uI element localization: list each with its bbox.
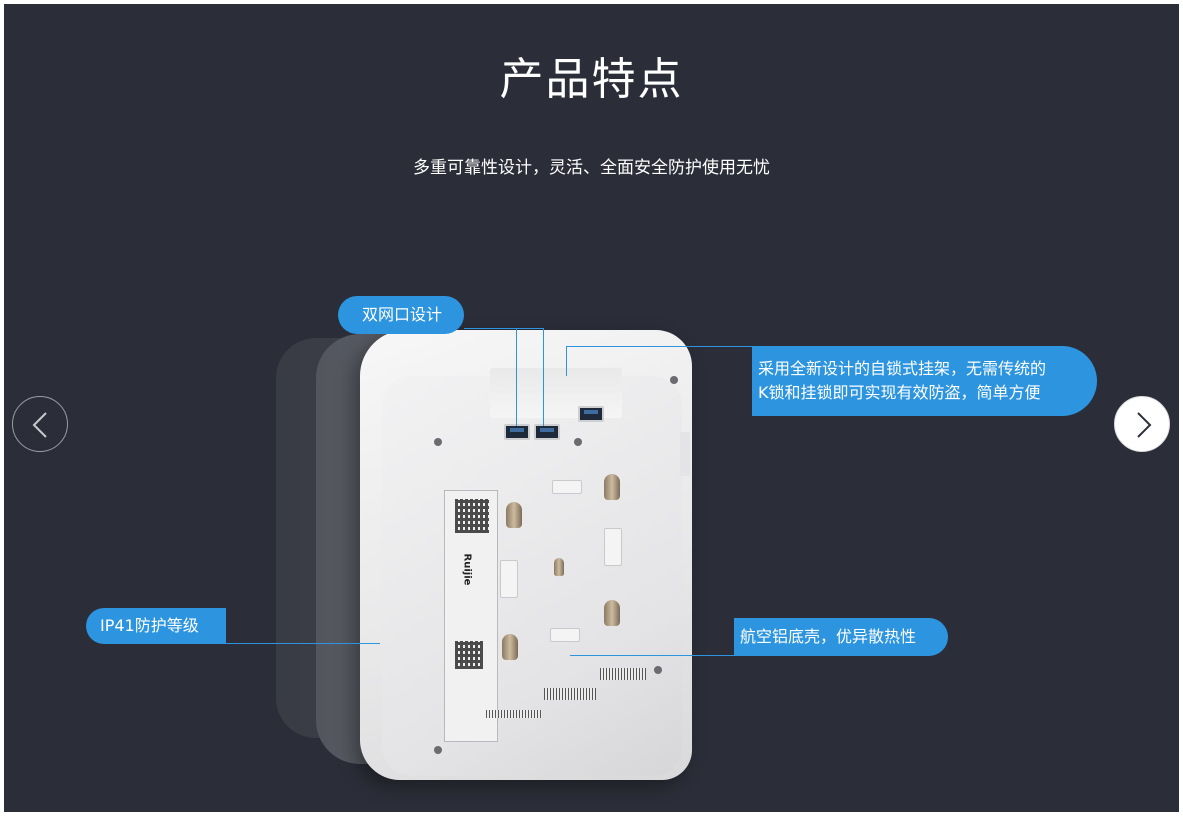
callout-line	[566, 346, 567, 376]
section-title: 产品特点	[499, 54, 684, 105]
mount-slot	[604, 528, 622, 566]
barcode	[600, 668, 646, 680]
barcode	[486, 710, 542, 718]
callout-line	[464, 328, 544, 329]
mount-post	[604, 474, 620, 500]
callout-line	[516, 328, 517, 426]
screw-hole	[434, 746, 442, 754]
next-slide-button[interactable]	[1114, 396, 1170, 452]
mount-post	[506, 502, 522, 528]
barcode	[544, 688, 596, 700]
mount-slot	[550, 628, 580, 642]
mount-post	[554, 558, 564, 576]
product-image: Ruijie	[4, 4, 1179, 812]
callout-lock-mount: 采用全新设计的自锁式挂架，无需传统的 K锁和挂锁即可实现有效防盗，简单方便	[752, 346, 1097, 416]
feature-slide: 产品特点 多重可靠性设计，灵活、全面安全防护使用无忧 Ruijie	[4, 4, 1179, 812]
screw-hole	[670, 376, 678, 384]
device-back-panel	[382, 376, 682, 776]
callout-dual-ports: 双网口设计	[338, 296, 464, 334]
callout-line	[566, 346, 754, 347]
mount-slot	[552, 480, 582, 494]
callout-lock-text-line1: 采用全新设计的自锁式挂架，无需传统的	[758, 359, 1047, 378]
ethernet-port-2	[534, 424, 560, 440]
power-port	[578, 406, 604, 422]
callout-ip-rating: IP41防护等级	[86, 608, 226, 644]
callout-dual-ports-text: 双网口设计	[362, 305, 443, 324]
callout-line	[543, 328, 544, 426]
callout-ip-rating-text: IP41防护等级	[100, 616, 199, 635]
callout-heat-text: 航空铝底壳，优异散热性	[740, 627, 917, 646]
screw-hole	[654, 666, 662, 674]
callout-line	[570, 655, 736, 656]
screw-hole	[574, 438, 582, 446]
mount-post	[604, 600, 620, 626]
prev-slide-button[interactable]	[12, 396, 68, 452]
section-subtitle: 多重可靠性设计，灵活、全面安全防护使用无忧	[413, 158, 770, 178]
screw-hole	[434, 438, 442, 446]
qr-code	[455, 499, 489, 533]
mount-post	[502, 634, 518, 660]
ethernet-port-1	[504, 424, 530, 440]
mount-slot	[500, 560, 518, 598]
chevron-left-icon	[32, 412, 47, 438]
device-side-tab	[680, 432, 690, 476]
callout-lock-text-line2: K锁和挂锁即可实现有效防盗，简单方便	[758, 383, 1041, 402]
qr-code	[455, 641, 483, 669]
callout-line	[226, 643, 380, 644]
brand-logo: Ruijie	[461, 553, 473, 586]
callout-heat-dissipation: 航空铝底壳，优异散热性	[734, 618, 948, 656]
product-label	[444, 490, 498, 742]
chevron-right-icon	[1137, 412, 1152, 438]
